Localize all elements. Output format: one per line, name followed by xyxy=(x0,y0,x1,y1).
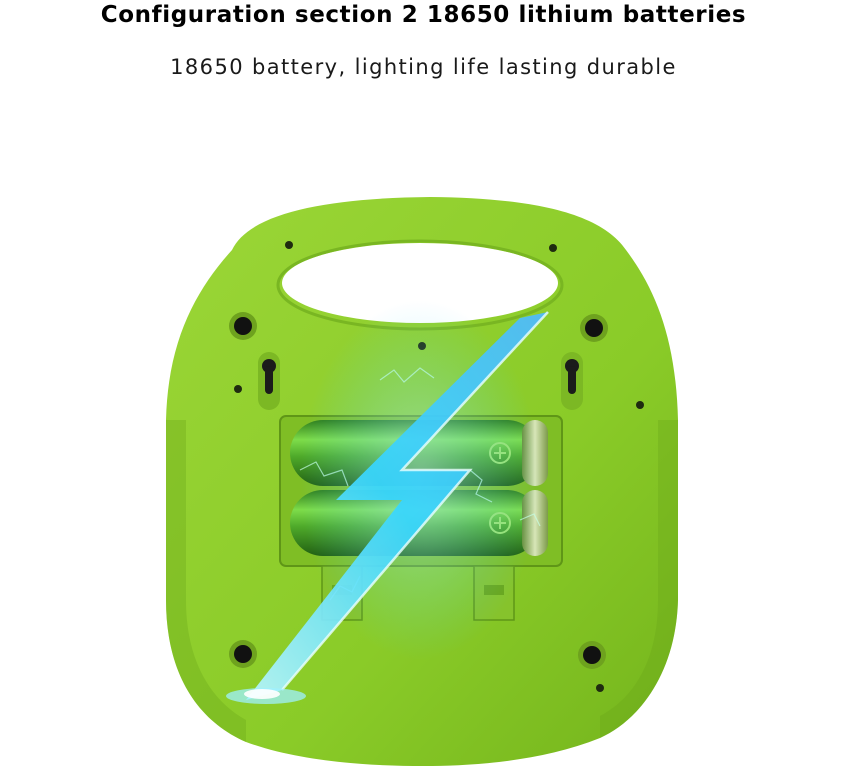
page-title: Configuration section 2 18650 lithium ba… xyxy=(100,2,747,28)
lightning-bolt-graphic xyxy=(226,300,549,704)
keyhole-slots xyxy=(258,352,583,410)
page-subtitle: 18650 battery, lighting life lasting dur… xyxy=(170,55,677,79)
handle-opening xyxy=(282,243,558,323)
mount-holes xyxy=(229,312,608,669)
